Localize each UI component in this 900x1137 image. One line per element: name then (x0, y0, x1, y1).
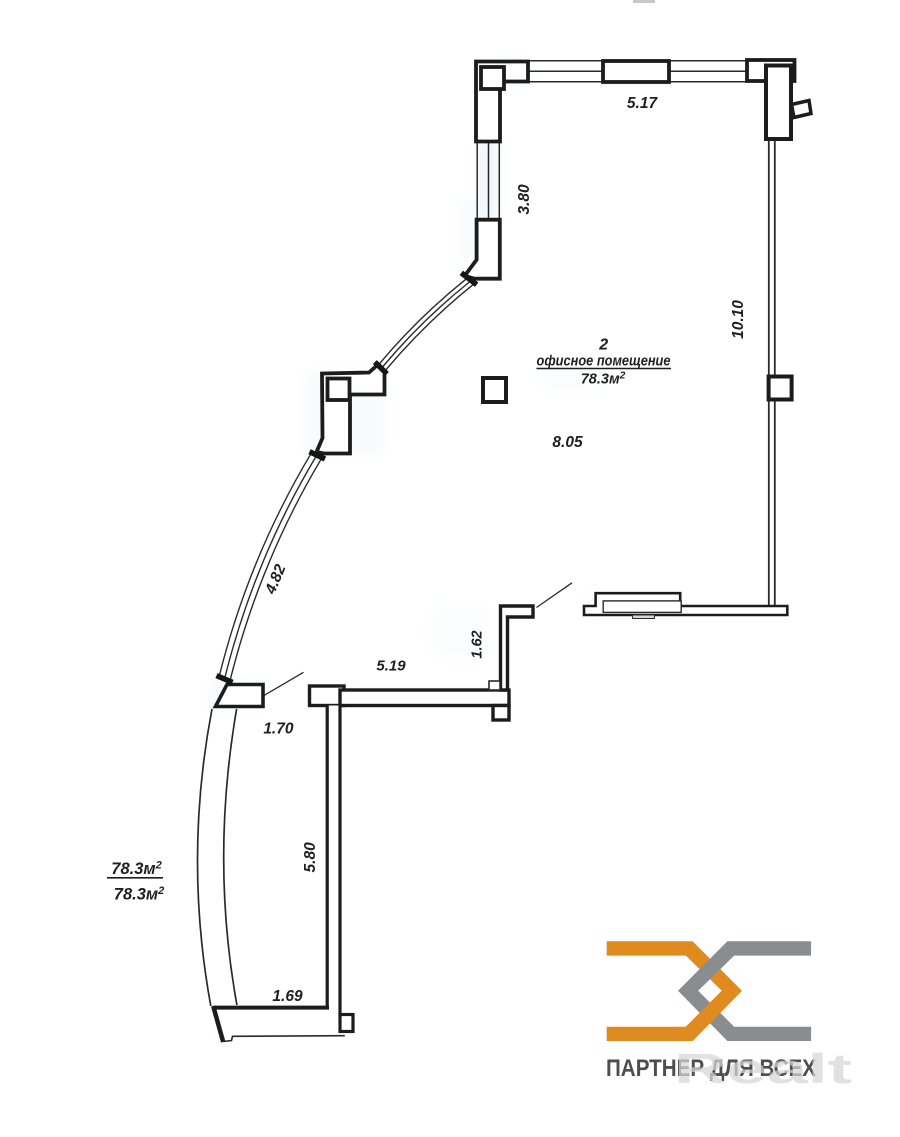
svg-text:78.3м2: 78.3м2 (581, 371, 626, 388)
svg-text:4.82: 4.82 (262, 562, 290, 598)
svg-text:78.3м2: 78.3м2 (114, 885, 164, 904)
svg-text:8.05: 8.05 (552, 434, 583, 451)
svg-text:5.17: 5.17 (627, 95, 659, 112)
svg-text:10.10: 10.10 (730, 300, 747, 339)
svg-text:3.80: 3.80 (516, 184, 533, 215)
svg-text:78.3м2: 78.3м2 (111, 860, 161, 879)
svg-text:5.80: 5.80 (302, 842, 319, 873)
svg-text:офисное помещение: офисное помещение (537, 354, 671, 370)
svg-text:2: 2 (598, 337, 608, 354)
svg-text:1.70: 1.70 (263, 721, 294, 738)
svg-text:1.62: 1.62 (470, 630, 486, 658)
svg-text:1.69: 1.69 (272, 988, 303, 1005)
svg-text:Realt: Realt (674, 1045, 852, 1092)
svg-text:5.19: 5.19 (376, 658, 406, 675)
svg-text:ПАРТНЕР ДЛЯ ВСЕХ: ПАРТНЕР ДЛЯ ВСЕХ (606, 1055, 816, 1082)
